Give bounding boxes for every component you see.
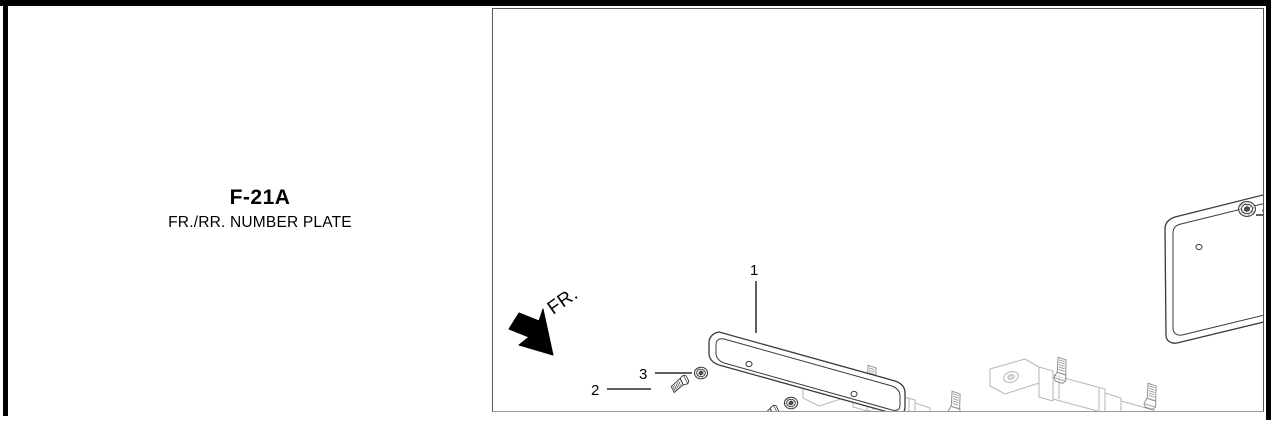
callout-2-upper: 2	[591, 382, 599, 399]
callout-3-upper: 3	[639, 366, 647, 383]
page-right-rule	[1266, 0, 1271, 420]
front-number-plate-assembly: 1 3 2 3 2	[591, 262, 967, 411]
illustration-panel: 5 6 5 6 4	[492, 8, 1264, 412]
callout-1: 1	[750, 262, 758, 279]
page-left-rule	[3, 0, 8, 416]
page-title: FR./RR. NUMBER PLATE	[168, 214, 352, 232]
page-top-rule	[0, 0, 1271, 6]
part-2-bolt-front-lower	[758, 403, 781, 411]
part-4-rear-plate-bracket	[1164, 194, 1263, 344]
page-caption: F-21A FR./RR. NUMBER PLATE	[60, 186, 460, 232]
phantom-rear-bolt-lower	[1140, 382, 1163, 411]
fr-arrow-icon	[508, 308, 554, 356]
front-direction-marker: FR.	[508, 283, 582, 356]
part-3-washer-front-lower	[783, 396, 799, 410]
phantom-front-bolt-lower	[944, 390, 967, 411]
parts-illustration: 5 6 5 6 4	[508, 194, 1263, 411]
rear-number-plate-assembly: 5 6 5 6 4	[989, 194, 1263, 411]
part-2-bolt-front-upper	[668, 373, 691, 393]
fr-label: FR.	[544, 283, 582, 319]
part-6-washer-rear-upper	[1238, 201, 1256, 217]
part-1-front-plate-bracket	[708, 331, 906, 411]
phantom-rear-bracket	[989, 358, 1156, 411]
page-code: F-21A	[229, 186, 291, 209]
part-3-washer-front-upper	[693, 366, 709, 380]
front-leader-lines	[607, 281, 757, 390]
